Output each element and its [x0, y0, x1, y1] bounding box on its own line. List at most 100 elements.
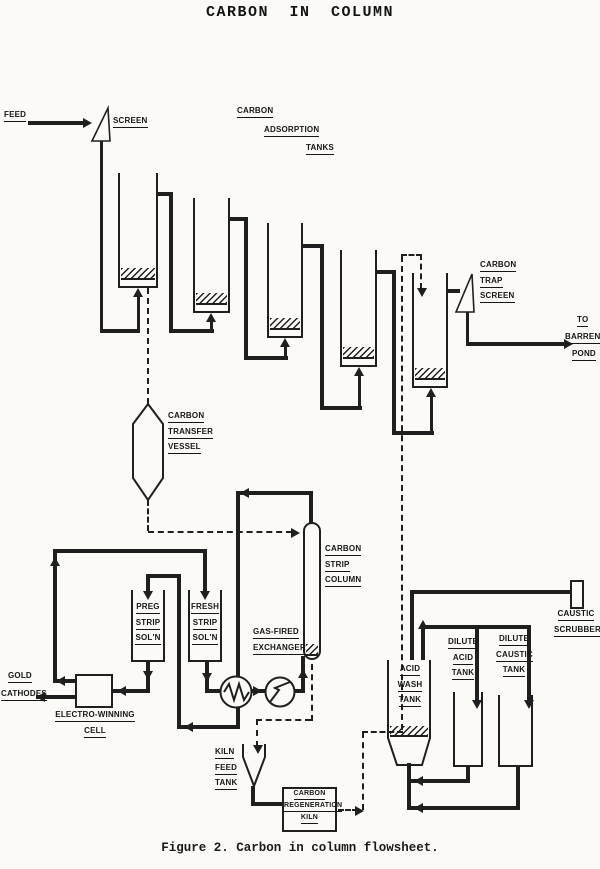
- pipe-kilnfeed-stem: [251, 786, 255, 806]
- carbon-line-kiln-to-wash: [362, 731, 403, 733]
- arrowhead: [83, 118, 92, 128]
- pipe-caustic-return: [411, 806, 520, 810]
- label-line: GOLD: [8, 672, 32, 683]
- arrowhead: [36, 692, 45, 702]
- label-line: CARBON: [325, 545, 362, 556]
- pipe-tank3-tank4: [320, 406, 362, 410]
- pipe-return-riser: [177, 574, 181, 729]
- arrowhead: [524, 700, 534, 709]
- label-line: CAUSTIC: [496, 650, 533, 662]
- adsorption-tank-3: [267, 223, 303, 338]
- adsorption-tank-2: [193, 198, 230, 313]
- caustic-scrubber: [570, 580, 584, 609]
- arrowhead: [355, 806, 364, 816]
- pipe-preg-loop-down: [236, 491, 240, 678]
- label-line: EXCHANGER: [253, 643, 306, 655]
- fresh-strip-tank: [188, 590, 222, 662]
- pipe-tank2-down: [244, 217, 248, 360]
- carbon-regeneration-kiln: [282, 787, 337, 832]
- carbon-line-to-column: [148, 531, 292, 533]
- label-line: KILN: [215, 748, 235, 759]
- pipe-tank3-overflow: [302, 244, 324, 248]
- adsorption-tank-4: [340, 250, 377, 367]
- carbon-bed-hatch: [270, 318, 300, 330]
- gas-fired-exchanger-icon: [264, 676, 296, 708]
- pipe-preg-drop: [146, 574, 150, 594]
- gold-cathodes-label: CATHODES: [1, 690, 47, 706]
- carbon-line-top: [401, 254, 422, 256]
- pipe-feed: [28, 121, 84, 125]
- adsorption-tank-5: [412, 273, 448, 388]
- pipe-tank1-inlet: [137, 296, 140, 332]
- label-line: STRIP: [192, 618, 218, 630]
- pipe-column-top-riser: [309, 491, 313, 524]
- pipe-tank1-overflow: [157, 192, 173, 196]
- gas-fired-exchanger-label: GAS-FIRED EXCHANGER: [253, 628, 306, 659]
- label-line: TRANSFER: [168, 427, 214, 439]
- carbon-line-tank1-vessel: [147, 288, 149, 404]
- pipe-wash-bottom-stem: [407, 763, 411, 810]
- arrowhead: [472, 700, 482, 709]
- label-line: CELL: [84, 726, 106, 738]
- arrowhead: [280, 338, 290, 347]
- label-line: SCRUBBER: [554, 625, 600, 637]
- pipe-tank4-down: [392, 270, 396, 435]
- feed-label: FEED: [4, 111, 27, 127]
- label-line: TANKS: [306, 144, 334, 155]
- pipe-dilute-acid-drop: [475, 625, 479, 703]
- arrowhead: [298, 669, 308, 678]
- barren-pond-label: TO: [577, 316, 589, 332]
- pipe-wash-vent-riser: [410, 590, 414, 660]
- caustic-scrubber-label: CAUSTIC SCRUBBER: [554, 610, 600, 641]
- pipe-tank4-overflow: [376, 270, 396, 274]
- carbon-transfer-vessel: [132, 402, 164, 502]
- carbon-bed-hatch: [343, 347, 374, 359]
- label-line: TANK: [451, 669, 475, 680]
- pipe-barren: [466, 342, 565, 346]
- pipe-return-bottom: [177, 725, 237, 729]
- adsorption-tanks-label: ADSORPTION: [264, 126, 320, 142]
- pipe-acid-tank-out: [466, 765, 470, 783]
- label-line: DILUTE: [498, 635, 530, 646]
- label-line: CAUSTIC: [557, 610, 595, 621]
- carbon-line-kiln-out: [338, 809, 358, 811]
- label-line: TRAP: [480, 276, 503, 288]
- barren-pond-label: BARREN: [565, 333, 600, 349]
- arrowhead: [564, 339, 573, 349]
- carbon-line-to-kilnfeed: [256, 719, 311, 721]
- pipe-tank3-inlet: [284, 347, 287, 358]
- arrowhead: [202, 673, 212, 682]
- label-line: TANK: [215, 779, 238, 790]
- arrowhead: [253, 686, 262, 696]
- carbon-line-vessel-out: [147, 500, 149, 531]
- label-line: CARBON: [237, 107, 274, 118]
- carbon-bed-hatch: [306, 644, 318, 656]
- electro-winning-cell-label: ELECTRO-WINNING CELL: [53, 711, 137, 742]
- arrowhead: [417, 288, 427, 297]
- label-line: POND: [572, 350, 596, 361]
- pipe-column-top: [236, 491, 313, 495]
- pipe-caustic-tank-out: [516, 765, 520, 810]
- label-line: BARREN: [565, 333, 600, 344]
- pipe-acid-return: [411, 779, 470, 783]
- label-line: ACID: [452, 653, 474, 665]
- carbon-bed-hatch: [196, 293, 227, 305]
- label-line: DILUTE: [448, 638, 479, 649]
- label-line: VESSEL: [168, 443, 201, 454]
- pipe-tank4-tank5: [392, 431, 434, 435]
- label-line: PREG: [136, 603, 160, 614]
- dilute-acid-tank: [453, 692, 483, 767]
- pipe-tank1-tank2: [169, 329, 214, 333]
- screen-label: SCREEN: [113, 117, 148, 133]
- screen-icon: [90, 104, 111, 142]
- gold-cathodes-label: GOLD: [8, 672, 32, 688]
- label-line: ELECTRO-WINNING: [55, 711, 135, 722]
- dilute-caustic-tank: [498, 695, 533, 767]
- pipe-tank2-overflow: [229, 217, 248, 221]
- dilute-caustic-tank-label: DILUTE CAUSTIC TANK: [496, 635, 533, 682]
- label-line: TANK: [398, 696, 422, 707]
- carbon-line-riser: [401, 256, 403, 730]
- pipe-wash-overflow-riser: [421, 629, 425, 660]
- label-line: ADSORPTION: [264, 126, 320, 137]
- label-line: SOL'N: [192, 634, 218, 645]
